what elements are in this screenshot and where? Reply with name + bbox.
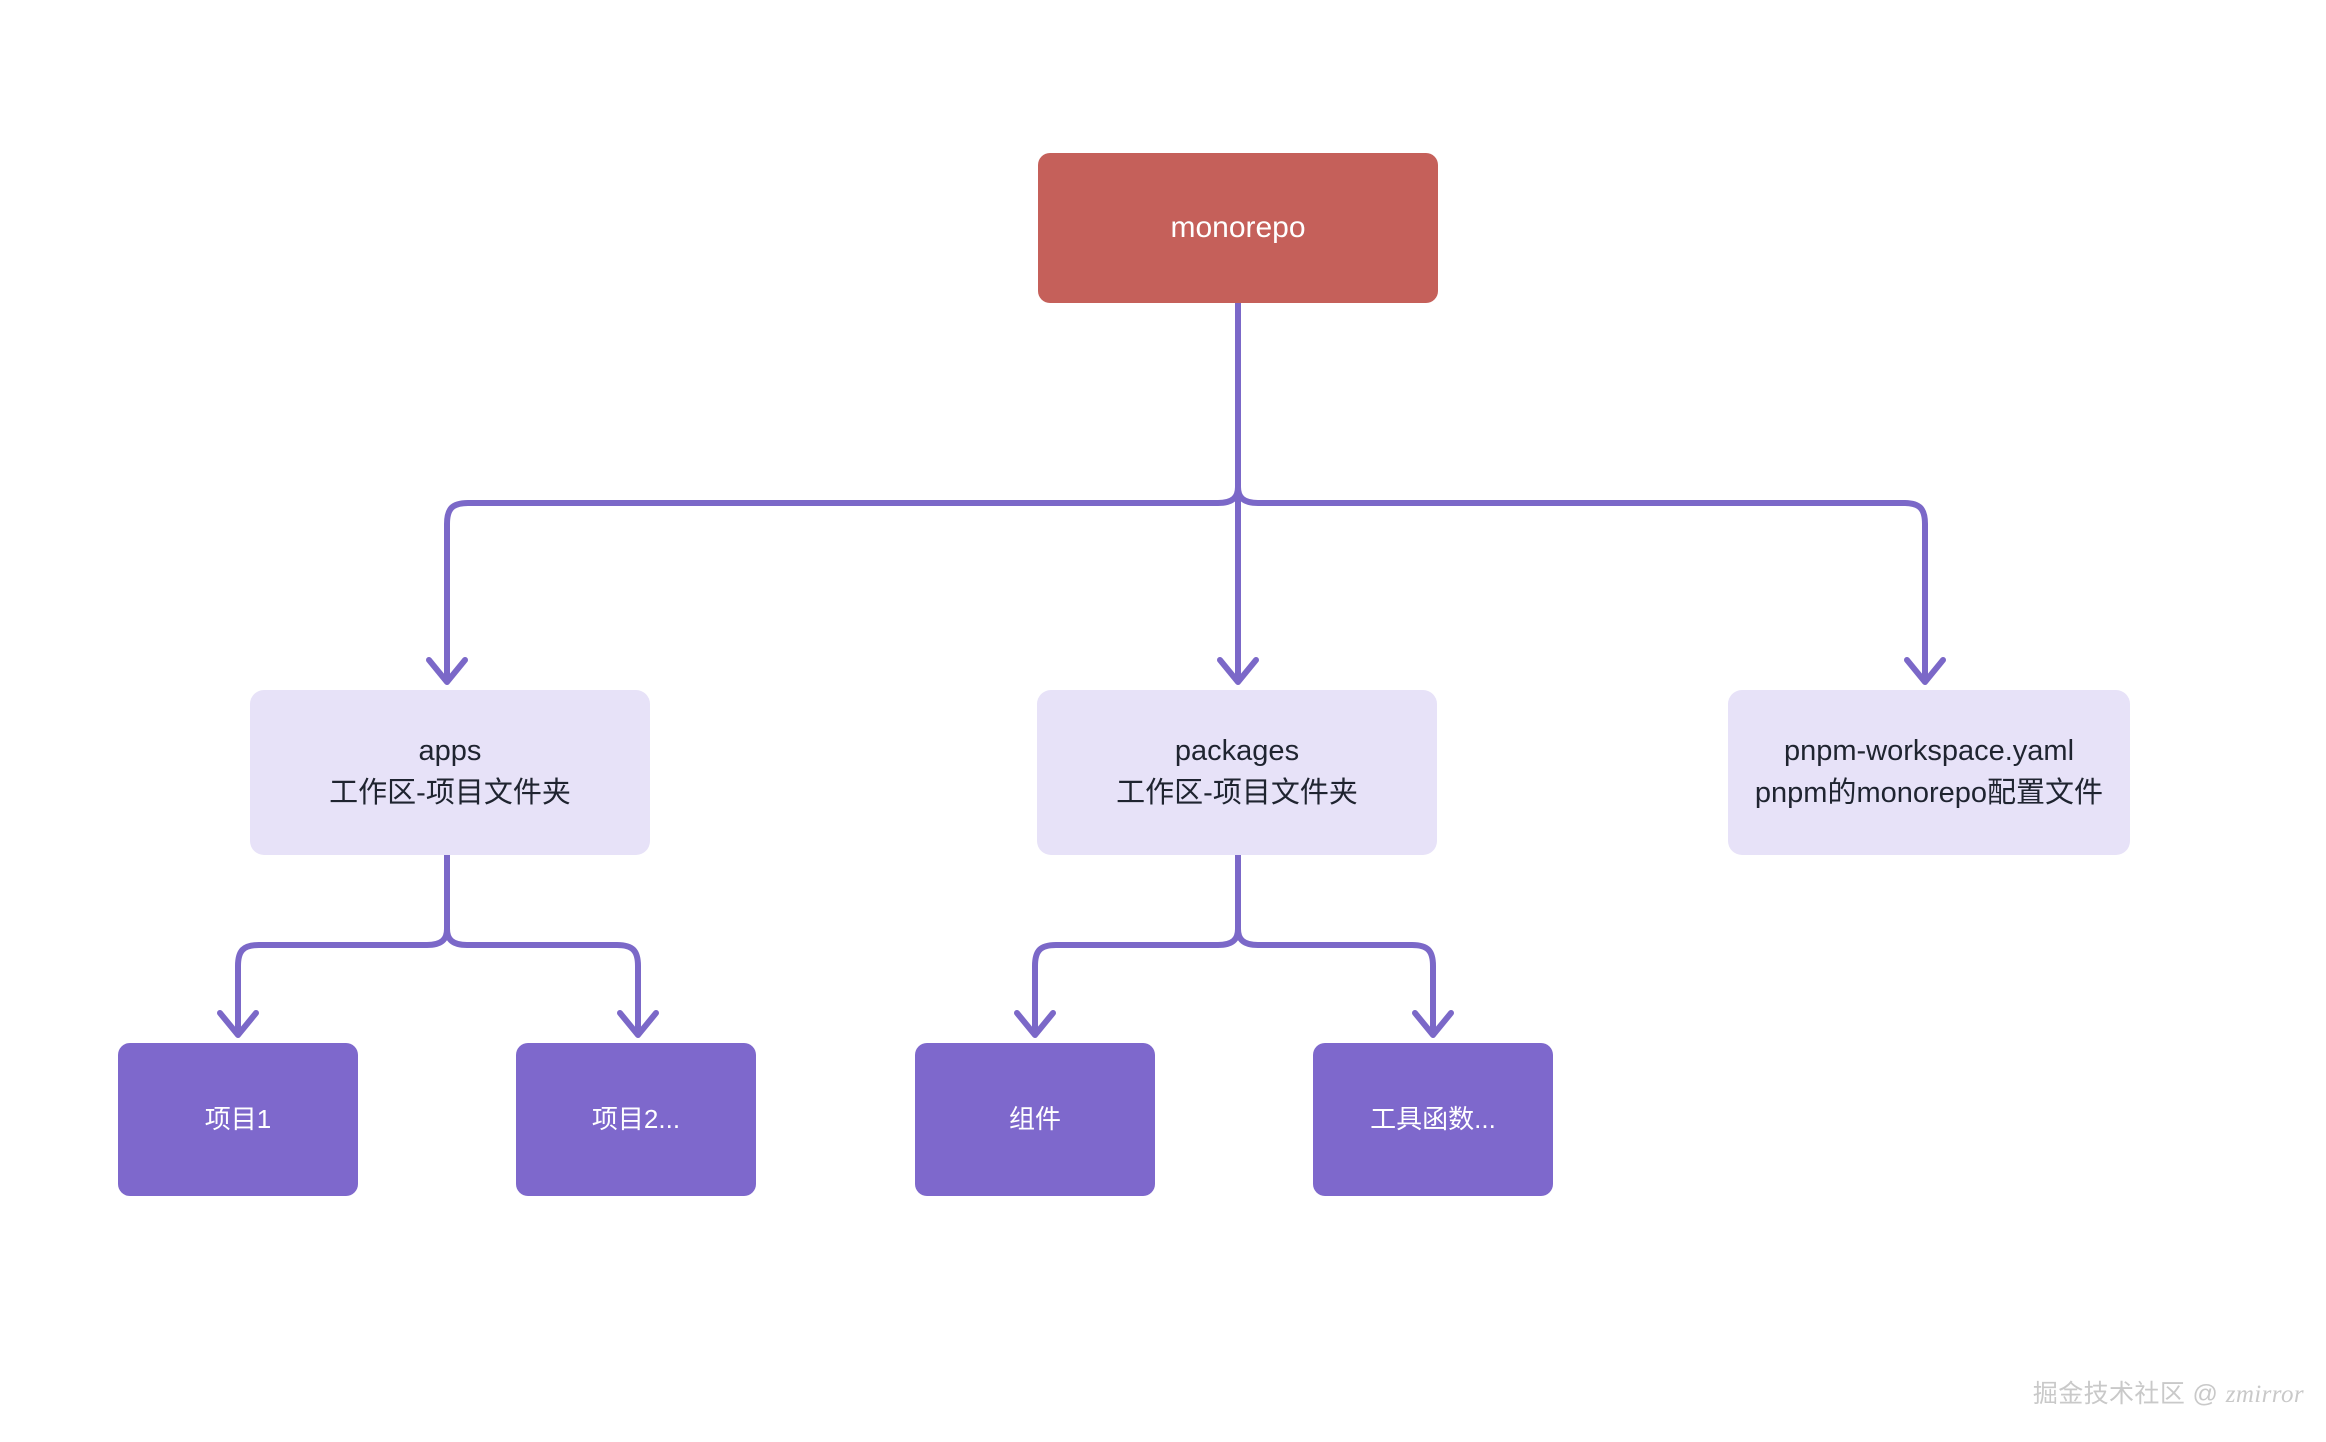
node-packages-subtitle: 工作区-项目文件夹: [1116, 776, 1358, 809]
edge-packages-to-components: [1032, 926, 1241, 1034]
arrowhead-components: [1014, 1010, 1056, 1038]
node-apps[interactable]: apps 工作区-项目文件夹: [250, 690, 650, 855]
node-project-2[interactable]: 项目2...: [516, 1043, 756, 1196]
arrowhead-packages: [1217, 657, 1259, 685]
edge-packages-to-utils: [1235, 926, 1436, 1034]
node-packages[interactable]: packages 工作区-项目文件夹: [1037, 690, 1437, 855]
node-pnpm-workspace-title: pnpm-workspace.yaml: [1783, 735, 2075, 768]
arrowhead-pnpm: [1904, 657, 1946, 685]
watermark-handle: zmirror: [2225, 1381, 2304, 1408]
node-project-1-label: 项目1: [204, 1104, 272, 1135]
node-monorepo-label: monorepo: [1170, 210, 1306, 244]
edge-apps-to-project1: [235, 926, 450, 1034]
arrowhead-project1: [217, 1010, 259, 1038]
arrowhead-utils: [1412, 1010, 1454, 1038]
node-utils-label: 工具函数...: [1370, 1104, 1496, 1135]
watermark-site: 掘金技术社区 @: [2032, 1380, 2219, 1408]
node-components-label: 组件: [1008, 1104, 1061, 1135]
arrowhead-project2: [617, 1010, 659, 1038]
edge-apps-to-project2: [444, 926, 641, 1034]
node-apps-title: apps: [418, 735, 482, 768]
watermark: 掘金技术社区 @ zmirror: [2033, 1374, 2304, 1410]
edge-monorepo-to-apps: [444, 484, 1241, 681]
edge-monorepo-to-pnpm: [1235, 484, 1928, 681]
node-project-2-label: 项目2...: [591, 1104, 681, 1135]
node-monorepo[interactable]: monorepo: [1038, 153, 1438, 303]
node-project-1[interactable]: 项目1: [118, 1043, 358, 1196]
node-pnpm-workspace-subtitle: pnpm的monorepo配置文件: [1754, 776, 2104, 809]
node-components[interactable]: 组件: [915, 1043, 1155, 1196]
node-packages-title: packages: [1174, 735, 1300, 768]
node-pnpm-workspace[interactable]: pnpm-workspace.yaml pnpm的monorepo配置文件: [1728, 690, 2130, 855]
node-apps-subtitle: 工作区-项目文件夹: [329, 776, 571, 809]
node-utils[interactable]: 工具函数...: [1313, 1043, 1553, 1196]
arrowhead-apps: [426, 657, 468, 685]
